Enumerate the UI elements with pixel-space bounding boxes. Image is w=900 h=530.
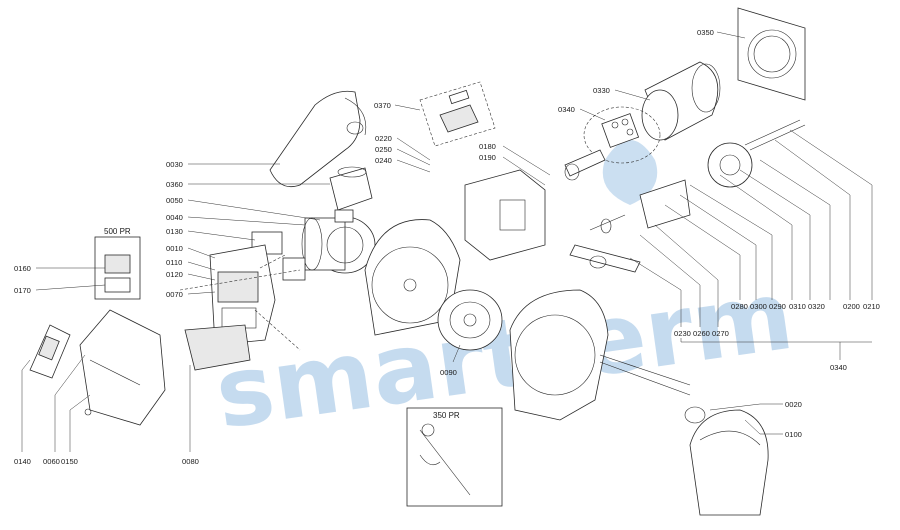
label-0360: 0360 xyxy=(166,180,183,189)
label-0310: 0310 xyxy=(789,302,806,311)
part-0350-flange xyxy=(737,7,806,101)
label-0070: 0070 xyxy=(166,290,183,299)
droplet-icon xyxy=(602,140,658,205)
part-0370-kit xyxy=(419,81,496,147)
label-0050: 0050 xyxy=(166,196,183,205)
label-0240: 0240 xyxy=(375,156,392,165)
label-0140: 0140 xyxy=(14,457,31,466)
label-0120: 0120 xyxy=(166,270,183,279)
part-0020 xyxy=(684,406,706,424)
label-0040: 0040 xyxy=(166,213,183,222)
label-0090: 0090 xyxy=(440,368,457,377)
part-0340-head-dashed xyxy=(583,106,661,164)
part-0360-component xyxy=(329,166,373,211)
label-0340-bottom: 0340 xyxy=(830,363,847,372)
label-0200: 0200 xyxy=(843,302,860,311)
part-0280-0320-cluster xyxy=(639,119,806,229)
part-0090-scroll-housing xyxy=(364,219,461,336)
part-pipe-upper xyxy=(564,149,606,181)
part-0010-control-panel xyxy=(209,244,276,346)
label-0190: 0190 xyxy=(479,153,496,162)
part-0030-cover xyxy=(269,90,367,188)
label-0160: 0160 xyxy=(14,264,31,273)
box-350-pr: 350 PR xyxy=(406,407,503,507)
label-0210: 0210 xyxy=(863,302,880,311)
part-0180-plate xyxy=(464,169,546,261)
label-0080: 0080 xyxy=(182,457,199,466)
label-0060: 0060 xyxy=(43,457,60,466)
leader-lines xyxy=(21,31,873,452)
label-0250: 0250 xyxy=(375,145,392,154)
label-0300: 0300 xyxy=(750,302,767,311)
label-0260: 0260 xyxy=(693,329,710,338)
label-0370: 0370 xyxy=(374,101,391,110)
part-0100-cover xyxy=(689,409,769,516)
part-front-housing xyxy=(509,289,691,421)
label-0290: 0290 xyxy=(769,302,786,311)
label-0340-top: 0340 xyxy=(558,105,575,114)
box-500-pr: 500 PR xyxy=(94,227,141,300)
part-0080-terminals xyxy=(184,324,251,371)
part-0340-head xyxy=(601,113,640,148)
box-350-pr-title: 350 PR xyxy=(433,411,460,420)
label-0010: 0010 xyxy=(166,244,183,253)
label-0170: 0170 xyxy=(14,286,31,295)
part-labels: 0350 0330 0340 0370 0220 0250 0240 0180 … xyxy=(14,28,880,466)
label-0030: 0030 xyxy=(166,160,183,169)
part-0040-motor xyxy=(301,209,376,274)
part-0060-housing xyxy=(79,309,166,426)
part-0230-pipes xyxy=(569,214,641,273)
part-0330-blast-tube xyxy=(641,61,721,141)
label-0320: 0320 xyxy=(808,302,825,311)
label-0350: 0350 xyxy=(697,28,714,37)
part-0090-fan-wheel xyxy=(437,289,503,351)
label-0280: 0280 xyxy=(731,302,748,311)
box-500-pr-title: 500 PR xyxy=(104,227,131,236)
label-0270: 0270 xyxy=(712,329,729,338)
label-0220: 0220 xyxy=(375,134,392,143)
label-0150: 0150 xyxy=(61,457,78,466)
label-0020: 0020 xyxy=(785,400,802,409)
label-0100: 0100 xyxy=(785,430,802,439)
label-0230: 0230 xyxy=(674,329,691,338)
label-0130: 0130 xyxy=(166,227,183,236)
connection-lines xyxy=(179,254,301,351)
part-0140-display xyxy=(29,324,71,379)
label-0180: 0180 xyxy=(479,142,496,151)
label-0330: 0330 xyxy=(593,86,610,95)
label-0110: 0110 xyxy=(166,258,182,267)
